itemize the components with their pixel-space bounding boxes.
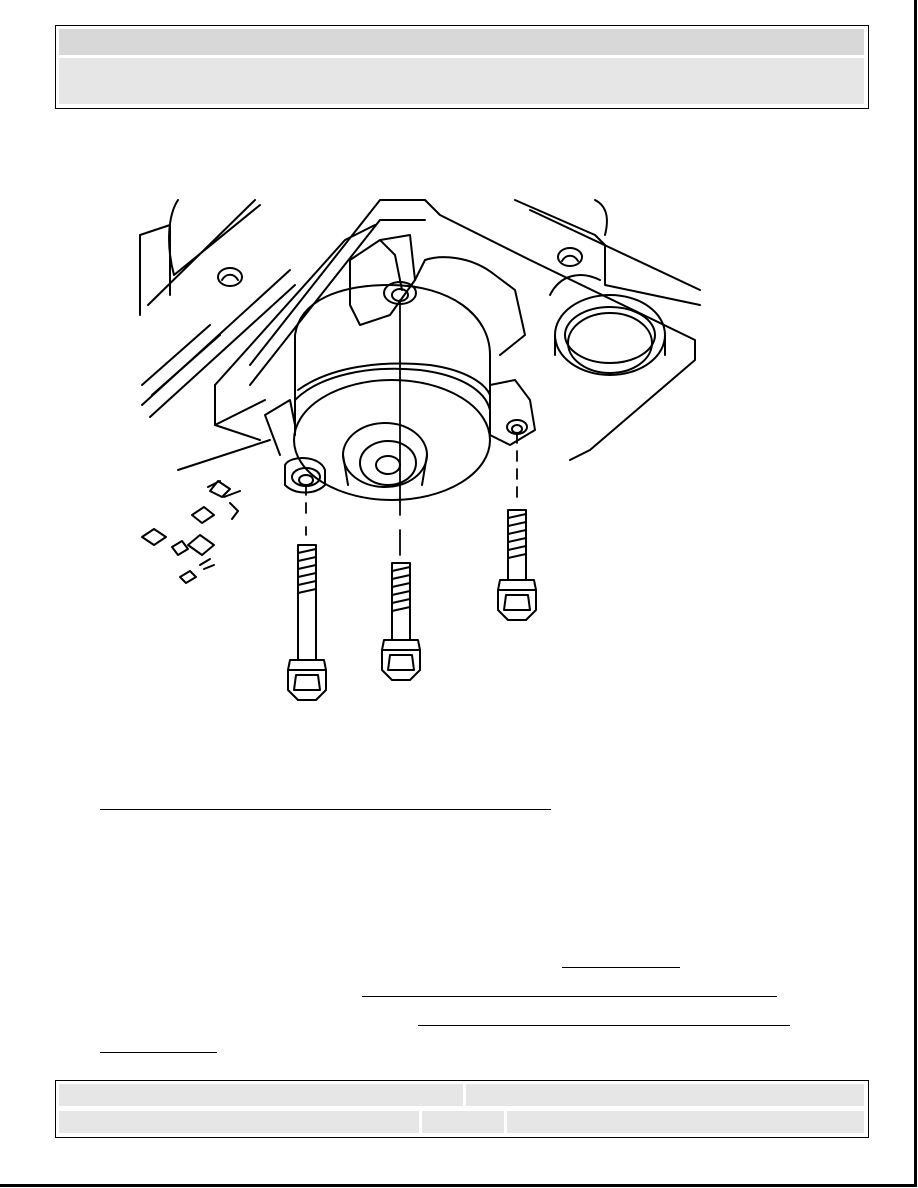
header-subtitle-bar xyxy=(59,58,864,104)
footer-cell-left xyxy=(59,1084,463,1106)
footer-cell-bottom-left xyxy=(59,1111,419,1133)
footer-cell-bottom-right xyxy=(507,1111,864,1133)
document-footer xyxy=(55,1080,869,1138)
blower-motor-bolts-diagram-icon xyxy=(139,199,701,701)
reference-link-1[interactable] xyxy=(100,809,551,810)
reference-link-5[interactable] xyxy=(100,1052,217,1053)
footer-cell-bottom-middle xyxy=(422,1111,504,1133)
document-header xyxy=(55,25,869,109)
header-title-bar xyxy=(59,29,864,57)
footer-cell-right xyxy=(466,1084,864,1106)
reference-link-3[interactable] xyxy=(362,996,777,997)
reference-link-4[interactable] xyxy=(418,1025,790,1026)
reference-link-2[interactable] xyxy=(562,967,680,968)
